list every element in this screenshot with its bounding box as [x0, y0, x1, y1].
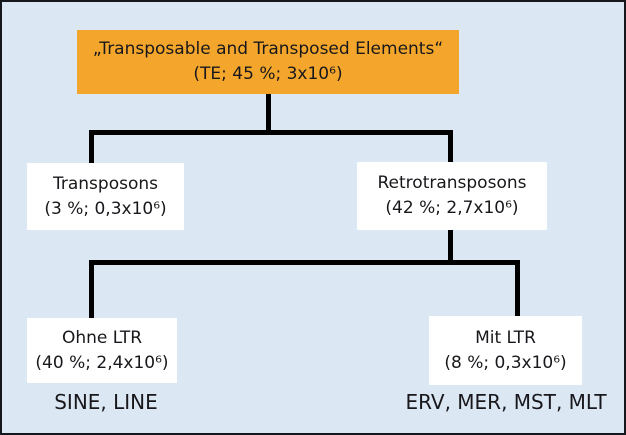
examples-ohne-ltr: SINE, LINE	[54, 390, 158, 414]
node-label: Mit LTR	[475, 327, 536, 348]
node-transposons: Transposons (3 %; 0,3x10⁶)	[27, 163, 184, 230]
connector-retro-stem	[448, 228, 453, 265]
node-label: Transposons	[52, 173, 158, 194]
node-detail: (3 %; 0,3x10⁶)	[44, 198, 167, 219]
node-ohne-ltr: Ohne LTR (40 %; 2,4x10⁶)	[27, 318, 177, 383]
examples-mit-ltr: ERV, MER, MST, MLT	[405, 390, 607, 414]
connector-level2-right-drop	[515, 260, 520, 318]
connector-level1-horizontal	[89, 130, 453, 135]
connector-level2-horizontal	[89, 260, 520, 265]
connector-root-stem	[266, 94, 271, 135]
node-detail: (TE; 45 %; 3x10⁶)	[193, 64, 343, 84]
node-detail: (42 %; 2,7x10⁶)	[385, 198, 519, 218]
node-label: „Transposable and Transposed Elements“	[92, 39, 444, 59]
node-detail: (8 %; 0,3x10⁶)	[444, 352, 567, 373]
node-label: Retrotransposons	[377, 173, 527, 193]
connector-level1-right-drop	[448, 130, 453, 164]
node-transposable-elements: „Transposable and Transposed Elements“ (…	[77, 30, 459, 94]
node-retrotransposons: Retrotransposons (42 %; 2,7x10⁶)	[357, 162, 547, 230]
node-mit-ltr: Mit LTR (8 %; 0,3x10⁶)	[429, 316, 582, 385]
connector-level1-left-drop	[89, 130, 94, 165]
node-detail: (40 %; 2,4x10⁶)	[35, 352, 169, 373]
connector-level2-left-drop	[89, 260, 94, 320]
node-label: Ohne LTR	[61, 327, 143, 348]
